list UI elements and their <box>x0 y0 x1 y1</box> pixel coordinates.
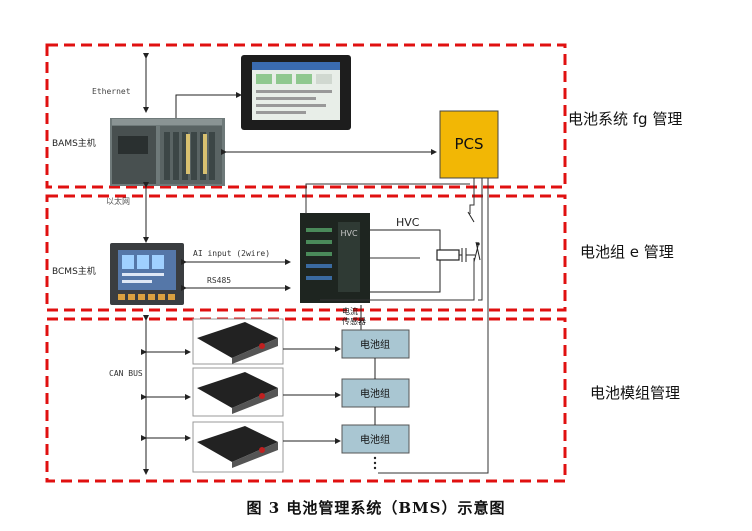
battery-group-box-2 <box>341 378 410 408</box>
bcms-label: BCMS主机 <box>52 265 96 277</box>
figure-caption: 图 3 电池管理系统（BMS）示意图 <box>246 499 506 517</box>
bams-label: BAMS主机 <box>52 137 96 149</box>
battery-group-label-3: 电池组 <box>360 433 390 446</box>
power-loop <box>305 178 489 474</box>
battery-group-box-3 <box>341 424 410 454</box>
hvc-unit <box>300 213 370 303</box>
hvc-label: HVC <box>396 216 420 229</box>
battery-group-box-1 <box>341 329 410 359</box>
rs485-label: RS485 <box>207 276 231 285</box>
ethernet-label: Ethernet <box>92 87 131 96</box>
module-level-label: 电池模组管理 <box>590 384 680 402</box>
group-level-label: 电池组 e 管理 <box>580 243 674 261</box>
ai-input-label: AI input (2wire) <box>193 249 270 258</box>
pcs-label: PCS <box>454 135 483 153</box>
system-level-label: 电池系统 fg 管理 <box>568 110 682 128</box>
partial-link-label: 以太网 <box>106 196 130 206</box>
hvc-panel-text: HVC <box>340 229 357 238</box>
bmu-module-1 <box>192 318 284 365</box>
can-bus-label: CAN BUS <box>109 369 143 378</box>
battery-group-label-2: 电池组 <box>360 387 390 400</box>
current-sensor-label-2: 传感器 <box>342 316 366 326</box>
current-sensor-label-1: 电流 <box>342 306 358 316</box>
bmu-module-3 <box>192 421 284 473</box>
bcms-controller <box>110 243 184 305</box>
battery-group-label-1: 电池组 <box>360 338 390 351</box>
hvc-relay-circuit <box>370 211 481 293</box>
bmu-module-2 <box>192 367 284 417</box>
continuation-dots <box>373 456 377 470</box>
bams-controller <box>110 118 225 186</box>
pcs-box <box>439 110 499 179</box>
module-level-frame <box>45 317 567 483</box>
hmi-link <box>175 92 242 126</box>
hmi-touchscreen <box>241 55 351 130</box>
